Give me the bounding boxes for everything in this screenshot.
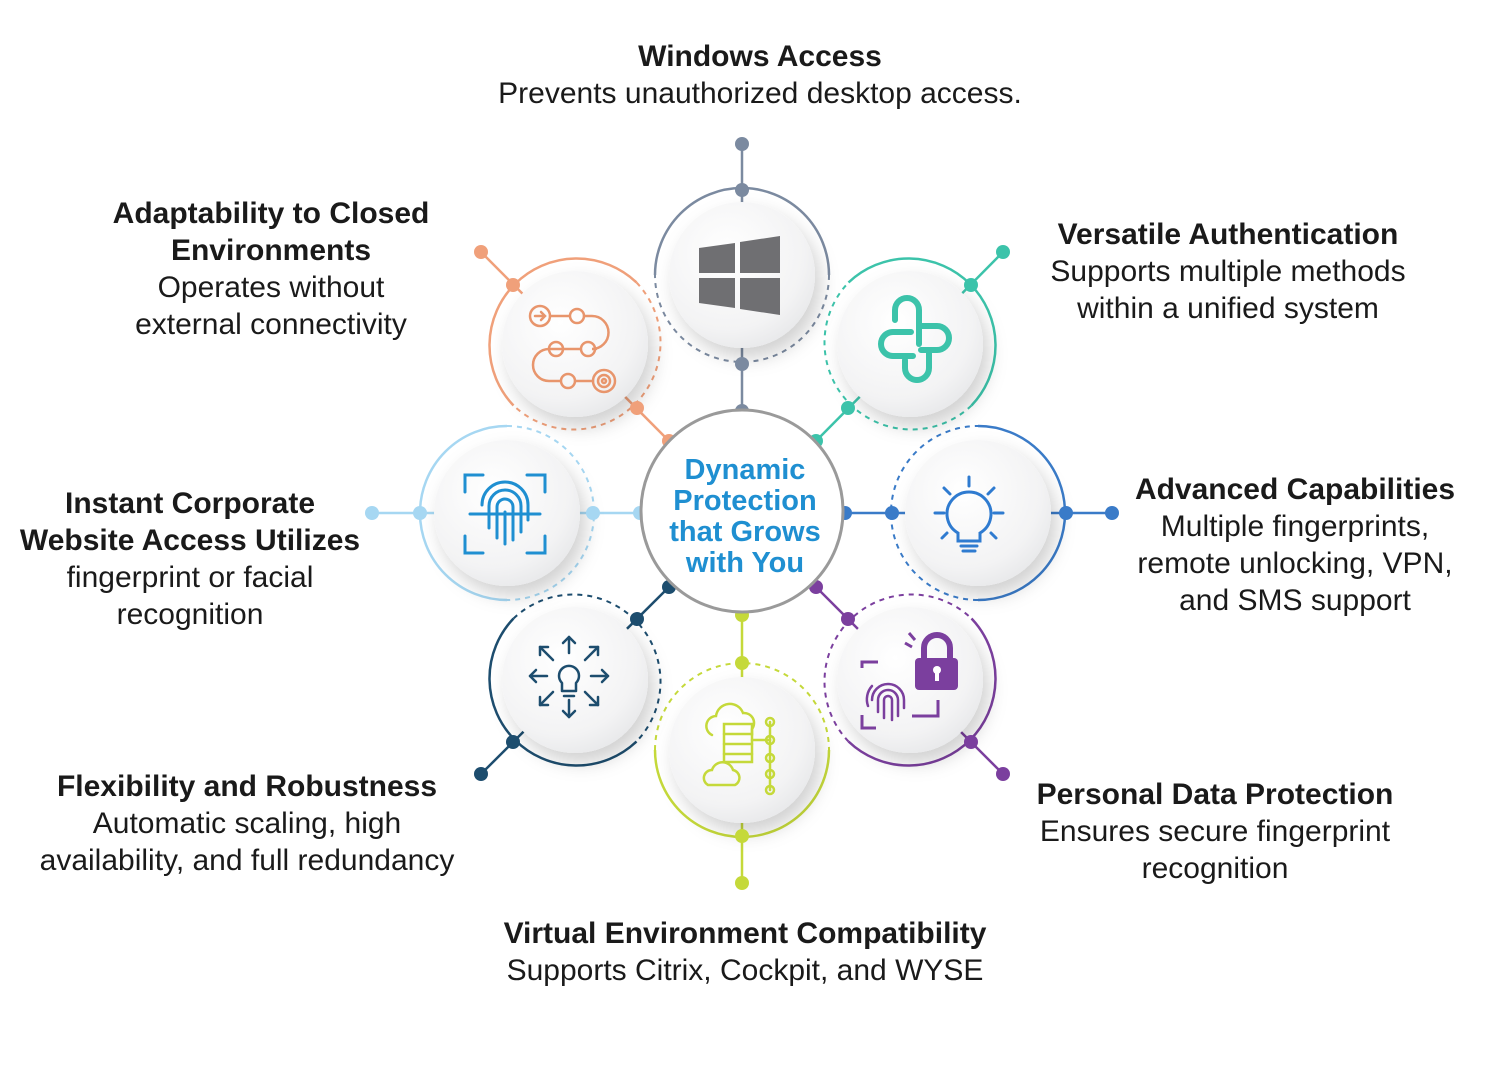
connector-dot-windows-access-1 [735,183,749,197]
fingerprint-lock-icon [860,632,958,730]
lightbulb-icon [933,475,1005,553]
node-disc-personal-data-protection [837,607,983,753]
connector-dot-advanced-capabilities-2 [885,506,899,520]
ring-dashed-windows-access [654,274,830,363]
connector-dot-virtual-environment-compatibility-2 [735,656,749,670]
label-virtual-environment-compatibility: Virtual Environment Compatibility Suppor… [503,917,987,987]
ring-dashed-virtual-environment-compatibility [654,662,830,751]
label-adaptability-to-closed-environments: Adaptability to Closed Environments Oper… [112,197,430,341]
node-disc-adaptability-to-closed-environments [502,271,648,417]
label-windows-access: Windows Access Prevents unauthorized des… [498,40,1022,110]
lightbulb-arrows-icon [528,635,610,719]
connector-dot-versatile-authentication-0 [996,245,1010,259]
connector-dot-adaptability-to-closed-environments-2 [630,401,644,415]
ring-dashed-instant-corporate-website-access [506,425,595,601]
node-disc-windows-access [669,202,815,348]
label-flexibility-and-robustness: Flexibility and Robustness Automatic sca… [39,770,455,877]
label-personal-data-protection: Personal Data Protection Ensures secure … [1036,778,1394,885]
path-roadmap-icon [528,304,617,394]
connector-dot-windows-access-2 [735,357,749,371]
connector-dot-versatile-authentication-2 [841,401,855,415]
label-instant-corporate-website-access: Instant Corporate Website Access Utilize… [19,487,361,631]
connector-dot-flexibility-and-robustness-2 [630,612,644,626]
label-versatile-authentication: Versatile Authentication Supports multip… [1050,218,1406,325]
node-disc-flexibility-and-robustness [502,607,648,753]
windows-logo-icon [699,236,780,315]
connector-dot-personal-data-protection-1 [964,735,978,749]
ring-dashed-advanced-capabilities [890,425,979,601]
connector-dot-adaptability-to-closed-environments-0 [474,245,488,259]
connector-dot-windows-access-0 [735,137,749,151]
connector-dot-flexibility-and-robustness-1 [506,735,520,749]
connector-dot-flexibility-and-robustness-0 [474,767,488,781]
connector-dot-adaptability-to-closed-environments-1 [506,278,520,292]
connector-dot-instant-corporate-website-access-0 [365,506,379,520]
connector-dot-personal-data-protection-0 [996,767,1010,781]
center-circle [639,408,845,614]
node-disc-advanced-capabilities [905,440,1051,586]
fingerprint-scan-icon [463,473,547,555]
interlocked-shapes-icon [878,295,952,383]
connector-dot-instant-corporate-website-access-1 [413,506,427,520]
node-disc-virtual-environment-compatibility [669,677,815,823]
connector-dot-personal-data-protection-2 [841,612,855,626]
label-advanced-capabilities: Advanced Capabilities Multiple fingerpri… [1134,473,1456,617]
connector-dot-virtual-environment-compatibility-0 [735,876,749,890]
connector-dot-virtual-environment-compatibility-1 [735,829,749,843]
server-cloud-network-icon [702,702,776,796]
connector-dot-versatile-authentication-1 [964,278,978,292]
center-title: Dynamic Protection that Grows with You [669,454,821,579]
connector-dot-advanced-capabilities-1 [1059,506,1073,520]
node-disc-versatile-authentication [837,271,983,417]
connector-dot-advanced-capabilities-0 [1105,506,1119,520]
connector-dot-instant-corporate-website-access-2 [586,506,600,520]
